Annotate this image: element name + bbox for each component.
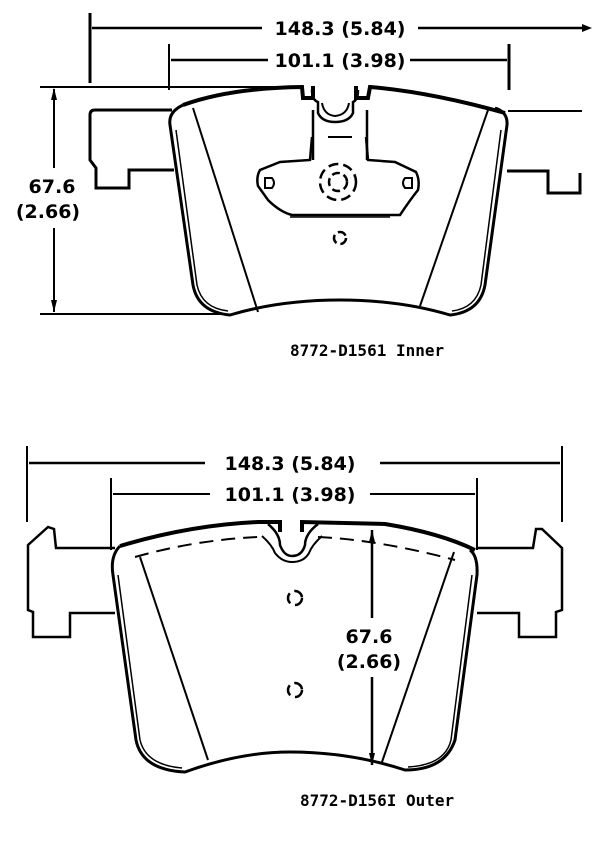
inner-pad-width-label: 101.1 (3.98) [275,50,406,72]
inner-left-ear [88,108,174,190]
inner-center-notch [310,89,360,124]
inner-center-circle [318,162,358,202]
inner-pad-view: 148.3 (5.84) 101.1 (3.98) 67.6 (2.66) [16,13,592,360]
outer-pin-hole-bottom [286,681,304,699]
inner-pad-outline [168,103,509,317]
outer-pad-width-label: 101.1 (3.98) [225,484,356,506]
outer-height-dimension: 67.6 (2.66) [337,530,401,765]
inner-pin-hole [332,230,348,246]
inner-height-mm-label: 67.6 [29,176,76,198]
inner-height-dimension: 67.6 (2.66) [16,86,300,315]
outer-left-ear [26,525,115,639]
outer-pad-top-edge [119,519,476,552]
outer-pad-outline [110,544,479,774]
outer-pin-hole-top [286,589,304,607]
inner-pad-width-dimension: 101.1 (3.98) [168,44,511,90]
inner-overall-width-label: 148.3 (5.84) [275,18,406,40]
inner-pad-top-edge [182,84,506,115]
inner-right-ear [507,169,582,195]
inner-part-caption: 8772-D1561 Inner [290,341,444,360]
outer-pad-view: 148.3 (5.84) 101.1 (3.98) [26,446,564,810]
inner-overall-width-dimension: 148.3 (5.84) [88,13,592,83]
outer-pad-width-dimension: 101.1 (3.98) [110,478,478,550]
outer-height-in-label: (2.66) [337,651,401,673]
outer-part-caption: 8772-D156I Outer [300,791,454,810]
inner-shim-plate [256,136,420,217]
inner-height-in-label: (2.66) [16,201,80,223]
outer-wear-line [134,536,456,561]
outer-right-ear [477,527,564,639]
outer-overall-width-dimension: 148.3 (5.84) [26,446,563,522]
outer-overall-width-label: 148.3 (5.84) [225,453,356,475]
outer-height-mm-label: 67.6 [346,626,393,648]
outer-center-notch [267,523,319,558]
